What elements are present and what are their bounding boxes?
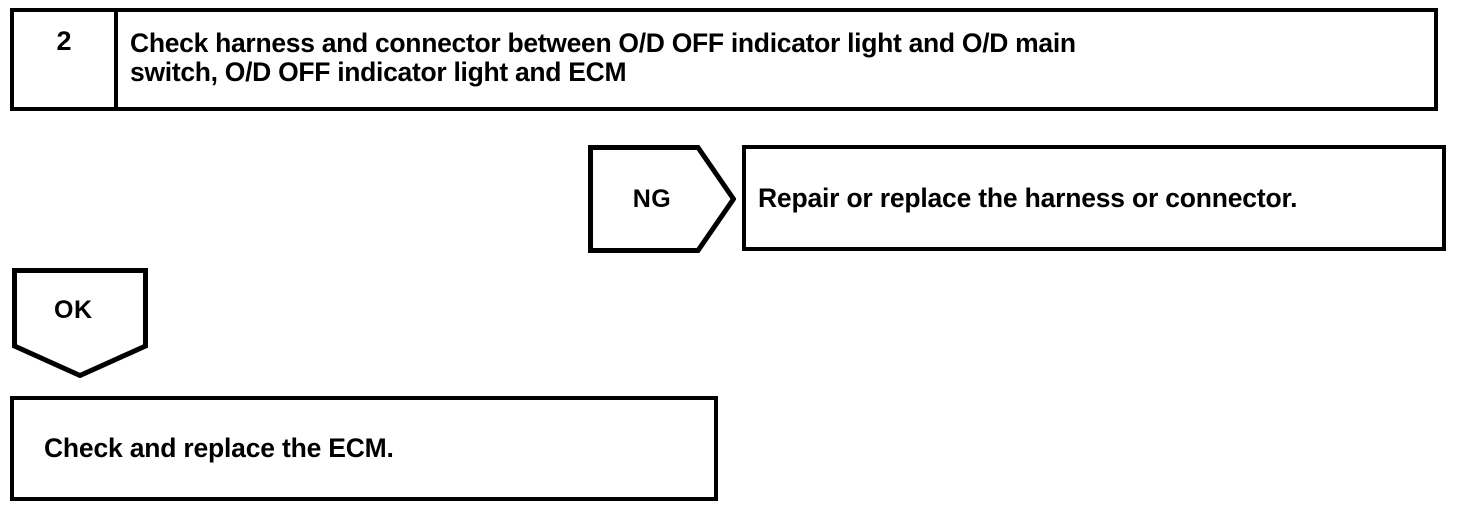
ok-result-box: Check and replace the ECM. (10, 396, 718, 501)
ng-result-box: Repair or replace the harness or connect… (742, 145, 1446, 251)
ng-result-label: Repair or replace the harness or connect… (758, 182, 1298, 213)
ok-result-label: Check and replace the ECM. (44, 433, 394, 464)
ng-branch-arrow (588, 145, 736, 253)
step-instruction-label: Check harness and connector between O/D … (130, 28, 1076, 87)
step-number-label: 2 (56, 26, 72, 56)
step-row: 2 Check harness and connector between O/… (10, 8, 1438, 111)
step-number-cell: 2 (14, 12, 118, 107)
down-pointing-pentagon-arrow-icon (12, 268, 148, 378)
step-instruction-cell: Check harness and connector between O/D … (118, 12, 1434, 107)
ok-branch-arrow (12, 268, 148, 378)
right-pointing-pentagon-arrow-icon (588, 145, 736, 253)
